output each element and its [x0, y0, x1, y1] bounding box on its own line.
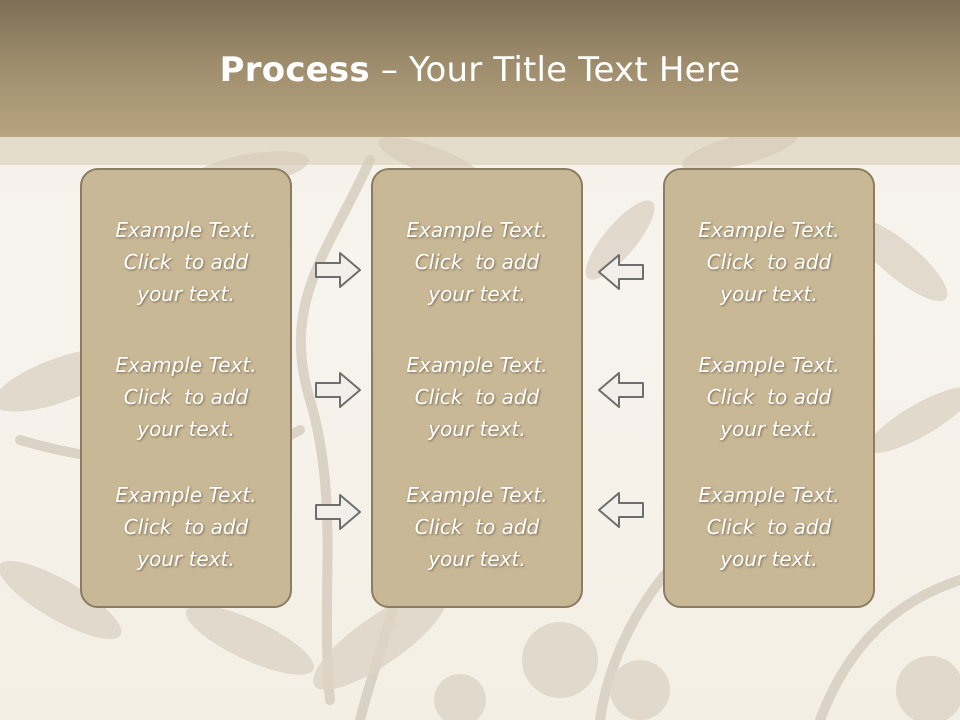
- text-line: Click to add: [123, 385, 249, 409]
- text-line: your text.: [720, 547, 818, 571]
- text-line: Click to add: [414, 385, 540, 409]
- text-line: Example Text.: [115, 353, 257, 377]
- text-placeholder[interactable]: Example Text. Click to add your text.: [82, 349, 290, 445]
- text-line: your text.: [137, 417, 235, 441]
- text-line: your text.: [720, 417, 818, 441]
- text-line: your text.: [428, 417, 526, 441]
- text-line: Click to add: [706, 515, 832, 539]
- title-rest: Your Title Text Here: [409, 50, 741, 90]
- text-placeholder[interactable]: Example Text. Click to add your text.: [665, 214, 873, 310]
- text-line: Example Text.: [406, 218, 548, 242]
- text-placeholder[interactable]: Example Text. Click to add your text.: [82, 479, 290, 575]
- text-line: Example Text.: [406, 483, 548, 507]
- text-line: Example Text.: [698, 218, 840, 242]
- text-line: Example Text.: [698, 353, 840, 377]
- text-placeholder[interactable]: Example Text. Click to add your text.: [665, 349, 873, 445]
- left-arrow-icon[interactable]: [597, 490, 645, 530]
- text-line: Example Text.: [698, 483, 840, 507]
- text-line: your text.: [428, 282, 526, 306]
- text-placeholder[interactable]: Example Text. Click to add your text.: [373, 214, 581, 310]
- text-line: Example Text.: [115, 483, 257, 507]
- right-arrow-icon[interactable]: [314, 370, 362, 410]
- text-line: Click to add: [123, 515, 249, 539]
- text-line: Click to add: [706, 250, 832, 274]
- left-arrow-icon[interactable]: [597, 370, 645, 410]
- text-placeholder[interactable]: Example Text. Click to add your text.: [665, 479, 873, 575]
- text-line: Click to add: [414, 515, 540, 539]
- text-line: Example Text.: [115, 218, 257, 242]
- panel-right[interactable]: Example Text. Click to add your text. Ex…: [663, 168, 875, 608]
- text-placeholder[interactable]: Example Text. Click to add your text.: [82, 214, 290, 310]
- text-line: Click to add: [123, 250, 249, 274]
- left-arrow-icon[interactable]: [597, 252, 645, 292]
- right-arrow-icon[interactable]: [314, 492, 362, 532]
- text-line: Example Text.: [406, 353, 548, 377]
- text-line: Click to add: [414, 250, 540, 274]
- text-placeholder[interactable]: Example Text. Click to add your text.: [373, 479, 581, 575]
- text-placeholder[interactable]: Example Text. Click to add your text.: [373, 349, 581, 445]
- title-separator: –: [369, 50, 410, 90]
- slide-title[interactable]: Process – Your Title Text Here: [0, 50, 960, 90]
- title-bar: [0, 0, 960, 137]
- panel-left[interactable]: Example Text. Click to add your text. Ex…: [80, 168, 292, 608]
- text-line: your text.: [428, 547, 526, 571]
- title-bold: Process: [219, 50, 370, 90]
- title-bar-band: [0, 137, 960, 165]
- text-line: your text.: [720, 282, 818, 306]
- panel-center[interactable]: Example Text. Click to add your text. Ex…: [371, 168, 583, 608]
- text-line: Click to add: [706, 385, 832, 409]
- right-arrow-icon[interactable]: [314, 250, 362, 290]
- text-line: your text.: [137, 282, 235, 306]
- text-line: your text.: [137, 547, 235, 571]
